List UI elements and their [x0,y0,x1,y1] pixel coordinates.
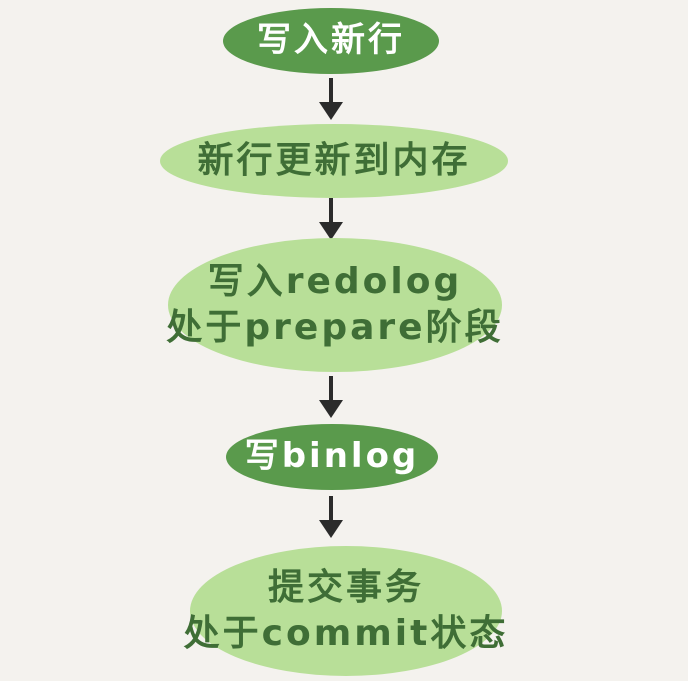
arrow-down-icon [316,198,346,242]
step-update-memory: 新行更新到内存 [160,124,508,198]
arrow-down-icon-svg [319,496,343,538]
arrow-down-icon-svg [319,198,343,240]
arrow-down-icon-svg [319,78,343,120]
step-write-binlog: 写binlog [226,424,438,490]
step-prepare-stage-label: 处于prepare阶段 [166,307,504,348]
arrow-down-icon-svg [319,376,343,418]
arrow-down-icon [316,78,346,122]
step-commit-state-label: 处于commit状态 [183,613,509,654]
step-write-new-row: 写入新行 [223,8,439,74]
step-commit-transaction-label: 提交事务 [267,567,424,609]
step-write-redolog-prepare: 写入redolog 处于prepare阶段 [166,238,504,372]
step-write-redolog-label: 写入redolog [207,261,463,303]
step-update-memory-label: 新行更新到内存 [197,140,471,182]
step-write-new-row-label: 写入新行 [257,20,405,61]
step-commit-transaction: 提交事务 处于commit状态 [184,546,505,676]
arrow-down-icon [316,496,346,540]
step-write-binlog-label: 写binlog [244,436,420,477]
arrow-down-icon [316,376,346,420]
